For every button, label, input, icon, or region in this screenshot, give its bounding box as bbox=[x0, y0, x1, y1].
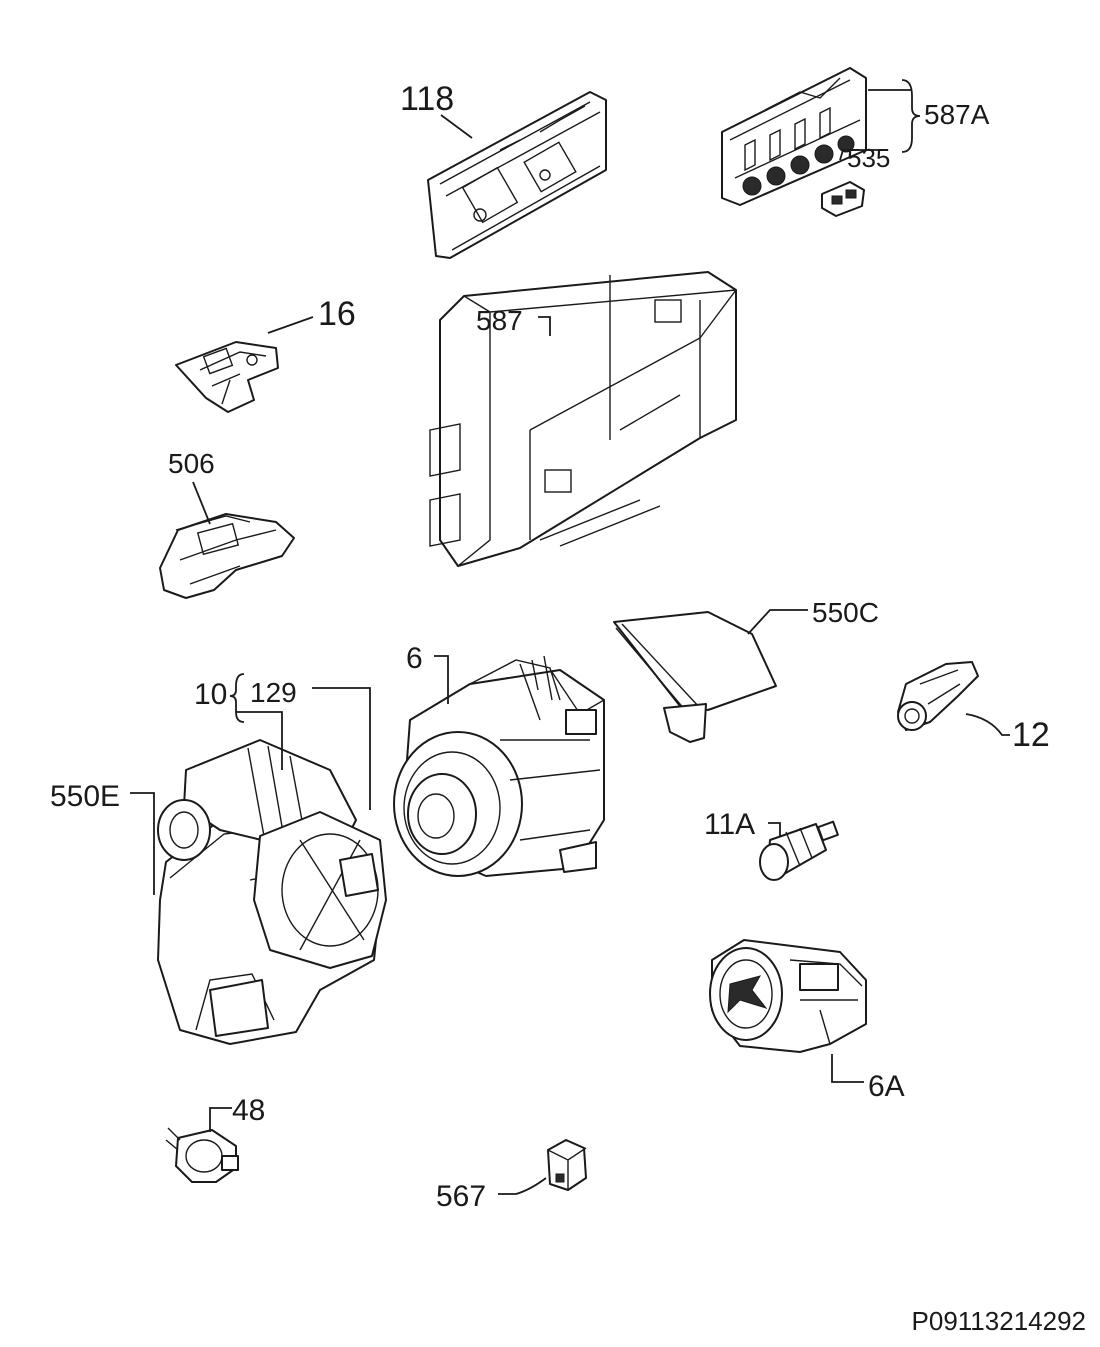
label-16: 16 bbox=[318, 295, 356, 333]
part-11A-motor bbox=[759, 820, 839, 881]
label-587: 587 bbox=[476, 305, 523, 336]
part-587A-display-module bbox=[721, 67, 867, 206]
label-567: 567 bbox=[436, 1180, 486, 1213]
label-129: 129 bbox=[250, 677, 297, 708]
drawing-reference-code: P09113214292 bbox=[911, 1306, 1086, 1336]
part-10-heater-assembly bbox=[253, 811, 387, 969]
label-11A: 11A bbox=[704, 808, 755, 841]
part-506-latch bbox=[159, 513, 295, 599]
label-550C: 550C bbox=[812, 597, 879, 628]
part-6A-drain-pump bbox=[709, 939, 867, 1053]
label-535: 535 bbox=[847, 143, 890, 173]
label-6A: 6A bbox=[868, 1070, 905, 1103]
part-535-connector bbox=[821, 181, 865, 217]
part-12-sensor bbox=[897, 661, 979, 731]
part-118-control-panel bbox=[427, 91, 607, 259]
part-550C-cover bbox=[613, 611, 777, 743]
part-587-main-control-unit bbox=[429, 271, 737, 567]
label-118: 118 bbox=[400, 80, 454, 118]
label-506: 506 bbox=[168, 448, 215, 479]
label-6: 6 bbox=[406, 642, 423, 675]
label-550E: 550E bbox=[50, 780, 120, 813]
label-12: 12 bbox=[1012, 716, 1050, 754]
label-587A: 587A bbox=[924, 99, 990, 130]
part-567-clip bbox=[547, 1139, 587, 1191]
label-48: 48 bbox=[232, 1094, 265, 1127]
part-48-pressure-switch bbox=[165, 1127, 239, 1183]
label-10: 10 bbox=[194, 678, 227, 711]
part-16-door-lock bbox=[175, 341, 279, 413]
part-6-circulation-pump bbox=[393, 655, 605, 877]
